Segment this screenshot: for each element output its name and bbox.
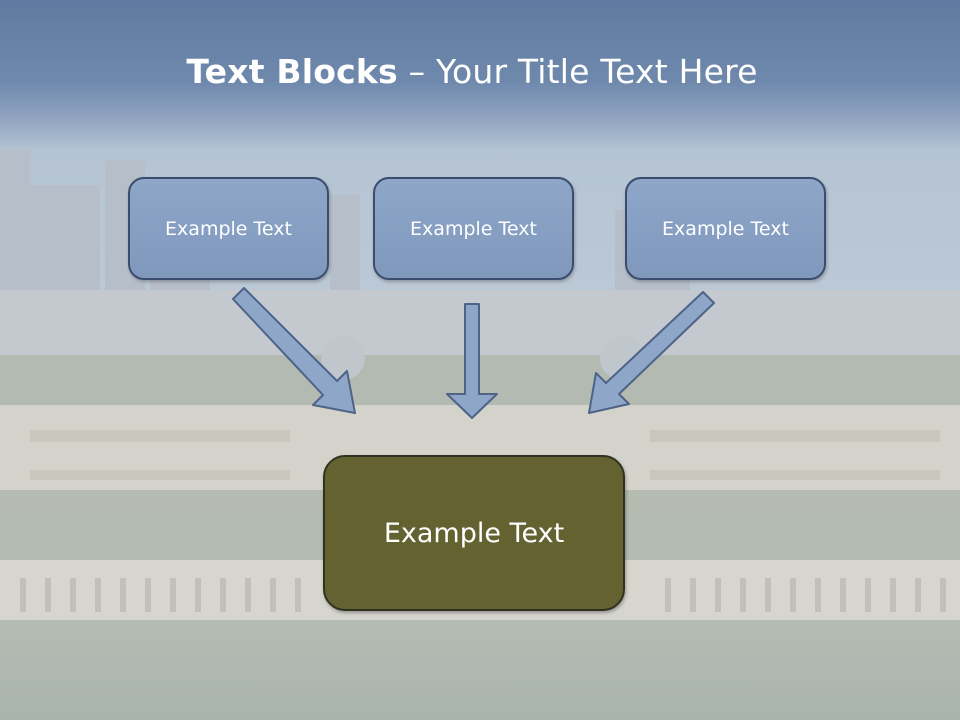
text-block-3[interactable]: Example Text xyxy=(625,177,826,280)
title-band xyxy=(0,0,960,150)
text-block-1-label: Example Text xyxy=(165,217,292,240)
text-block-1[interactable]: Example Text xyxy=(128,177,329,280)
slide-title: Text Blocks – Your Title Text Here xyxy=(0,52,944,91)
target-text-block-label: Example Text xyxy=(383,517,565,549)
title-rest: Your Title Text Here xyxy=(435,52,758,91)
title-bold: Text Blocks xyxy=(186,52,398,91)
text-block-3-label: Example Text xyxy=(662,217,789,240)
title-separator: – xyxy=(397,52,436,91)
text-block-2-label: Example Text xyxy=(410,217,537,240)
text-block-2[interactable]: Example Text xyxy=(373,177,574,280)
target-text-block[interactable]: Example Text xyxy=(323,455,625,611)
